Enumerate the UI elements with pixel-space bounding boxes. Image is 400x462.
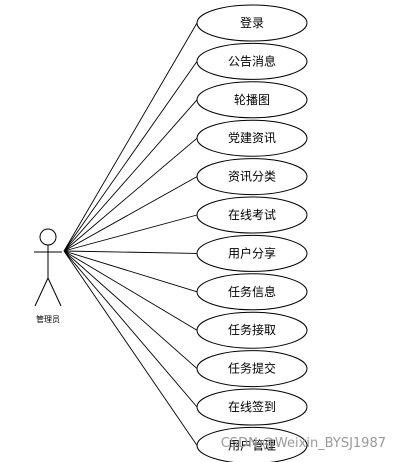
use-case: 任务提交	[196, 350, 308, 388]
use-case: 任务接取	[196, 311, 308, 349]
use-case-ellipse	[196, 42, 308, 80]
use-case: 在线考试	[196, 196, 308, 234]
use-case-label: 在线签到	[228, 399, 276, 414]
association-line	[63, 250, 198, 331]
use-case-label: 在线考试	[228, 207, 276, 222]
association-line	[63, 176, 198, 252]
use-case: 党建资讯	[196, 119, 308, 157]
use-case-label: 用户分享	[228, 245, 276, 260]
use-case-label: 登录	[240, 15, 264, 30]
use-case: 在线签到	[196, 388, 308, 426]
association-line	[63, 250, 198, 369]
use-case-label: 任务提交	[228, 361, 276, 376]
use-case-ellipse	[196, 4, 308, 42]
use-case-label: 党建资讯	[228, 130, 276, 145]
use-case: 用户管理	[196, 426, 308, 462]
actor-label: 管理员	[36, 314, 60, 324]
use-case-ellipse	[196, 311, 308, 349]
association-line	[63, 61, 198, 252]
actor-admin: 管理员	[34, 228, 62, 324]
use-case-label: 任务接取	[228, 322, 276, 337]
use-case-ellipse	[196, 119, 308, 157]
association-line	[63, 137, 198, 252]
use-case-ellipse	[196, 234, 308, 272]
use-case-label: 轮播图	[234, 93, 270, 107]
use-case: 轮播图	[196, 81, 308, 119]
use-case: 资讯分类	[196, 158, 308, 196]
actor-head	[39, 228, 57, 246]
use-case-ellipse	[196, 196, 308, 234]
use-case-ellipse	[196, 388, 308, 426]
use-case-label: 用户管理	[228, 437, 276, 452]
use-case: 用户分享	[196, 234, 308, 272]
use-case: 任务信息	[196, 273, 308, 311]
association-lines	[63, 22, 198, 446]
use-case-label: 资讯分类	[228, 170, 276, 184]
watermark: CSDN @Weixin_BYSJ1987	[221, 436, 386, 451]
association-line	[63, 250, 198, 446]
use-case-list: 登录公告消息轮播图党建资讯资讯分类在线考试用户分享任务信息任务接取任务提交在线签…	[196, 4, 308, 462]
association-line	[63, 250, 198, 293]
use-case-ellipse	[196, 158, 308, 196]
use-case-ellipse	[196, 81, 308, 119]
use-case-ellipse	[196, 273, 308, 311]
association-line	[63, 22, 198, 252]
use-case: 登录	[196, 4, 308, 42]
use-case-ellipse	[196, 350, 308, 388]
use-case-label: 任务信息	[228, 284, 276, 299]
association-line	[63, 214, 198, 252]
association-line	[63, 250, 198, 408]
use-case: 公告消息	[196, 42, 308, 80]
use-case-label: 公告消息	[228, 53, 276, 68]
actor-left-leg	[34, 277, 49, 307]
actor-right-leg	[47, 277, 62, 307]
association-line	[63, 99, 198, 252]
association-line	[63, 250, 198, 254]
use-case-ellipse	[196, 426, 308, 462]
